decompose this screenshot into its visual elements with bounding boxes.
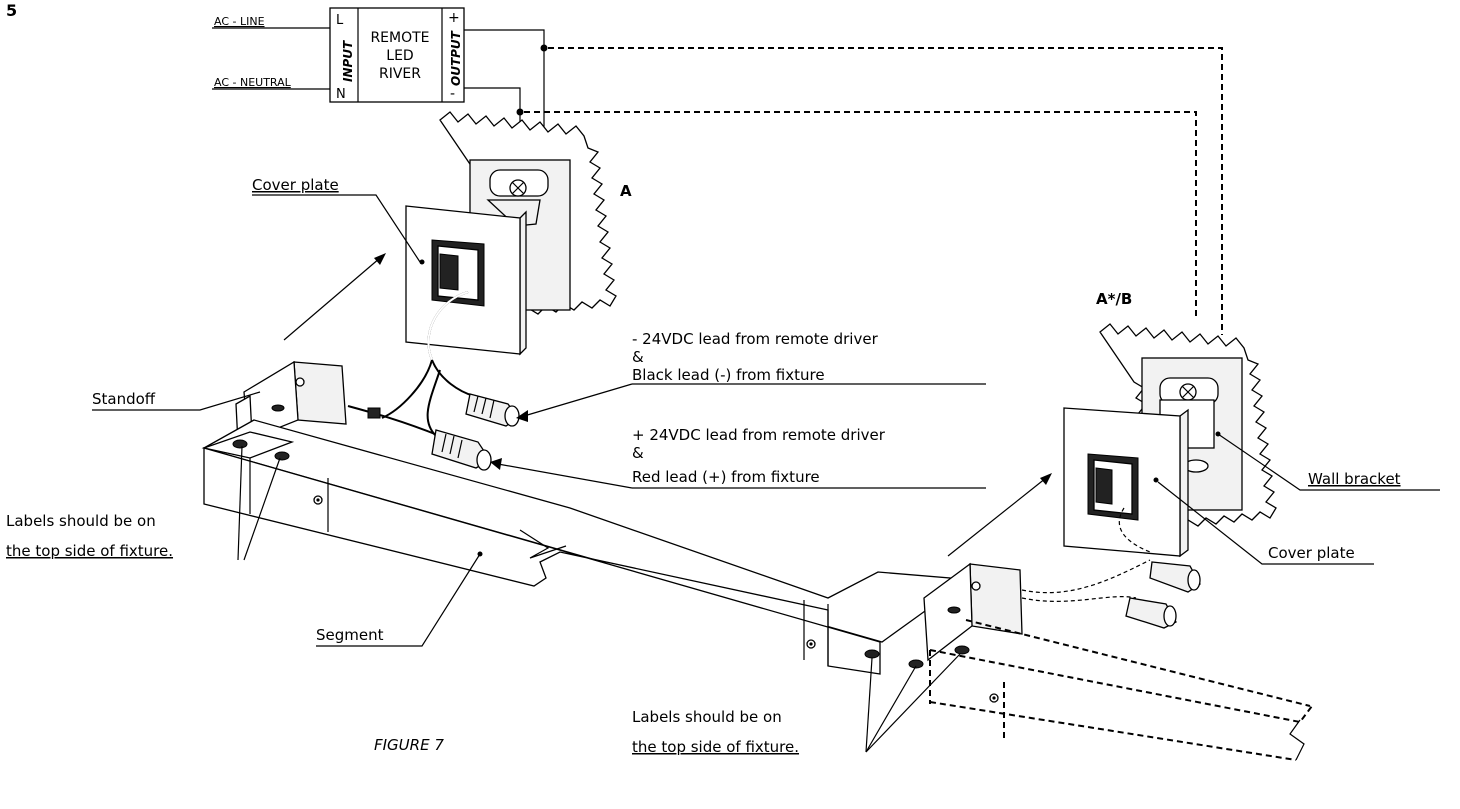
- cover-plate-left: [405, 199, 541, 361]
- labels-note-right-line-2: the top side of fixture.: [632, 738, 799, 756]
- neg-lead-line-2: &: [632, 348, 644, 366]
- labels-note-left-line-1: Labels should be on: [6, 512, 156, 530]
- cover-plate-left-label: Cover plate: [252, 176, 339, 194]
- driver-pin-plus: +: [448, 10, 460, 26]
- negative-lead-callout: - 24VDC lead from remote driver & Black …: [516, 330, 986, 422]
- cover-plate-right-label: Cover plate: [1268, 544, 1355, 562]
- labels-right-leader-3: [865, 653, 961, 753]
- segment-label: Segment: [316, 626, 384, 644]
- driver-pin-n: N: [336, 87, 346, 102]
- wall-bracket-label: Wall bracket: [1308, 470, 1401, 488]
- wall-ab-label: A*/B: [1096, 290, 1132, 308]
- pos-lead-line-2: &: [632, 444, 644, 462]
- standoff-leader: [92, 391, 261, 411]
- segment-extension-dashed: [929, 619, 1313, 761]
- driver-output-label: OUTPUT: [449, 30, 463, 86]
- labels-right-leader-1: [865, 657, 873, 753]
- driver-title-line-1: REMOTE: [370, 30, 429, 46]
- neg-lead-line-3: Black lead (-) from fixture: [632, 366, 825, 384]
- ac-line-label: AC - LINE: [214, 15, 265, 28]
- pos-lead-line-1: + 24VDC lead from remote driver: [632, 426, 886, 444]
- fixture-segment: [201, 419, 999, 703]
- standoff-right: [923, 562, 1023, 662]
- cover-plate-left-leader: [252, 194, 421, 263]
- labels-note-left-line-2: the top side of fixture.: [6, 542, 173, 560]
- wall-bracket-leader: [1217, 433, 1440, 491]
- ac-neutral-label: AC - NEUTRAL: [214, 76, 292, 89]
- wall-a-label: A: [620, 182, 632, 200]
- standoff-label: Standoff: [92, 390, 156, 408]
- driver-input-label: INPUT: [341, 40, 355, 82]
- positive-lead-callout: + 24VDC lead from remote driver & Red le…: [490, 426, 986, 489]
- driver-title-line-3: RIVER: [379, 66, 421, 82]
- driver-pin-minus: -: [450, 86, 455, 102]
- wire-nuts-left: [347, 359, 520, 471]
- labels-left-leader-2: [243, 457, 281, 561]
- segment-leader: [316, 553, 481, 647]
- neg-lead-line-1: - 24VDC lead from remote driver: [632, 330, 879, 348]
- install-arrow-left: [283, 257, 381, 341]
- labels-left-leader-1: [237, 445, 243, 561]
- driver-pin-l: L: [336, 13, 344, 28]
- cover-plate-right-leader: [1157, 481, 1374, 565]
- remote-led-driver: REMOTE LED RIVER L N + - INPUT OUTPUT: [329, 7, 465, 103]
- labels-note-right-line-1: Labels should be on: [632, 708, 782, 726]
- output-wiring: [464, 29, 1223, 335]
- install-arrow-right: [947, 477, 1047, 557]
- pos-lead-line-3: Red lead (+) from fixture: [632, 468, 820, 486]
- page-number: 5: [6, 1, 17, 20]
- cover-plate-right: [1021, 407, 1201, 629]
- driver-title-line-2: LED: [386, 48, 413, 64]
- figure-caption: FIGURE 7: [374, 736, 444, 754]
- labels-right-leader-2: [865, 665, 917, 753]
